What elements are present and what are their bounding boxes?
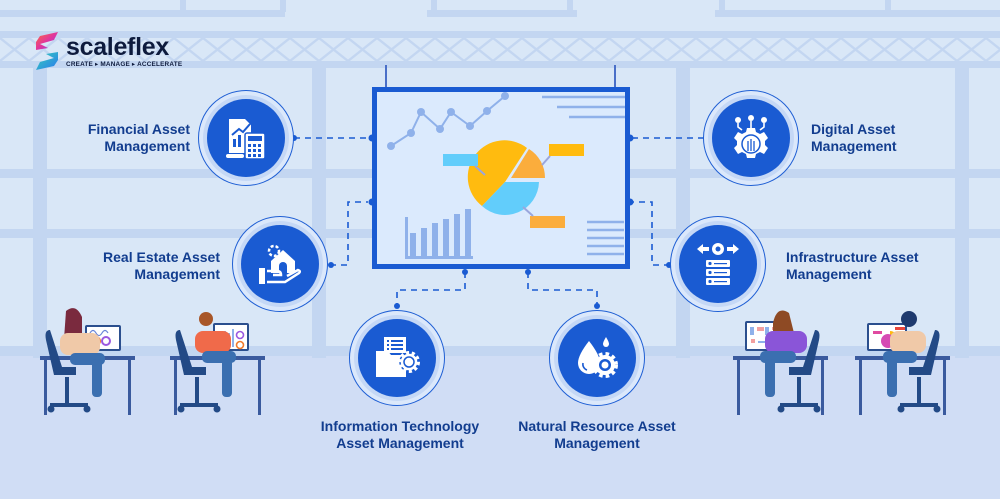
node-infrastructure-asset-management[interactable] <box>670 216 766 312</box>
ceiling-bar <box>427 10 577 17</box>
label-real-estate-asset-management: Real Estate Asset Management <box>60 249 220 283</box>
label-line: Digital Asset <box>811 121 896 137</box>
brand-name: scaleflex <box>66 32 169 61</box>
label-line: Management <box>811 138 897 154</box>
node-core <box>712 99 790 177</box>
label-line: Infrastructure Asset <box>786 249 919 265</box>
label-infrastructure-asset-management: Infrastructure Asset Management <box>786 249 956 283</box>
node-core <box>358 319 436 397</box>
ceiling-hanger <box>180 0 186 12</box>
ceiling-hanger <box>280 0 286 12</box>
water-drop-gear-icon <box>578 337 618 378</box>
node-core <box>679 225 757 303</box>
rail <box>0 346 1000 356</box>
node-financial-asset-management[interactable] <box>198 90 294 186</box>
ceiling-hanger <box>431 0 437 12</box>
ceiling-hanger <box>719 0 725 12</box>
node-information-technology-asset-management[interactable] <box>349 310 445 406</box>
label-line: Information Technology <box>320 418 480 434</box>
house-in-hand-icon <box>259 244 302 284</box>
scaleflex-logo[interactable]: scaleflex CREATE ▸ MANAGE ▸ ACCELERATE <box>34 30 182 72</box>
node-natural-resource-asset-management[interactable] <box>549 310 645 406</box>
scaleflex-logo-mark-icon <box>36 32 58 70</box>
label-line: Financial Asset <box>87 121 190 137</box>
label-line: Management <box>104 138 190 154</box>
node-real-estate-asset-management[interactable] <box>232 216 328 312</box>
brand-tagline: CREATE ▸ MANAGE ▸ ACCELERATE <box>66 60 183 68</box>
ceiling-hanger <box>885 0 891 12</box>
digital-gear-circuit-icon <box>734 115 768 158</box>
analytics-dashboard-icon <box>387 92 625 259</box>
workers-left-illustration <box>40 308 265 415</box>
label-digital-asset-management: Digital Asset Management <box>811 121 951 155</box>
truss-top-chord <box>0 31 1000 38</box>
workers-right-illustration <box>733 310 950 415</box>
ceiling-hanger <box>567 0 573 12</box>
node-core <box>241 225 319 303</box>
floor <box>0 356 1000 499</box>
financial-report-calculator-icon <box>226 119 266 160</box>
column <box>33 68 47 358</box>
truss-lattice <box>0 38 1000 61</box>
label-line: Asset Management <box>336 435 464 451</box>
label-line: Management <box>786 266 872 282</box>
server-gear-arrows-icon <box>697 243 739 285</box>
label-line: Management <box>554 435 640 451</box>
analytics-dashboard-board <box>372 87 630 269</box>
folder-gear-icon <box>376 337 420 377</box>
ceiling-bar <box>0 10 285 17</box>
label-natural-resource-asset-management: Natural Resource Asset Management <box>507 418 687 452</box>
node-core <box>558 319 636 397</box>
label-financial-asset-management: Financial Asset Management <box>62 121 190 155</box>
node-digital-asset-management[interactable] <box>703 90 799 186</box>
label-line: Management <box>134 266 220 282</box>
truss-bottom-chord <box>0 61 1000 68</box>
node-core <box>207 99 285 177</box>
column <box>955 68 969 358</box>
label-line: Real Estate Asset <box>103 249 220 265</box>
label-information-technology-asset-management: Information Technology Asset Management <box>300 418 500 452</box>
label-line: Natural Resource Asset <box>518 418 676 434</box>
ceiling-bar <box>715 10 1000 17</box>
